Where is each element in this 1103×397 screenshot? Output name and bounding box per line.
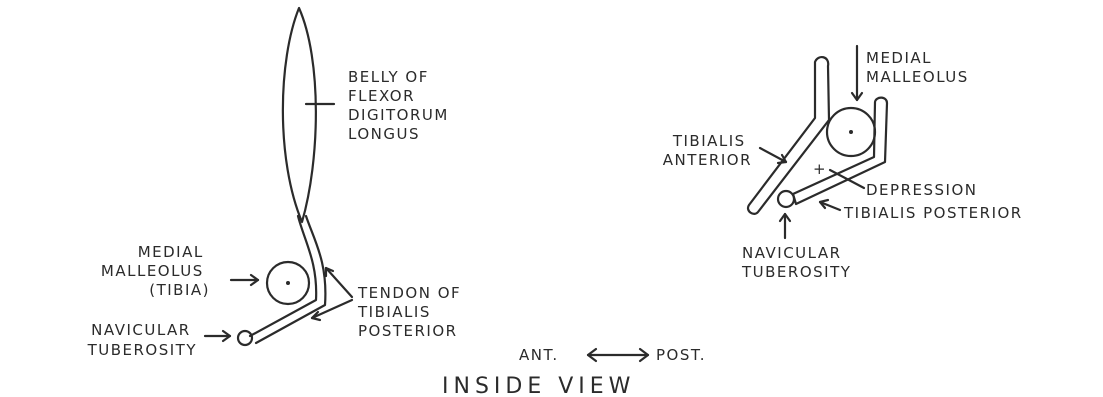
- orientation-indicator: ANT. POST.: [519, 346, 706, 364]
- right-malleolus-center-dot: [849, 130, 853, 134]
- tibialis-anterior-label-line: TIBIALIS: [672, 132, 746, 150]
- left-malleolus-label-line: MEDIAL: [138, 243, 204, 261]
- view-title: INSIDE VIEW: [442, 374, 635, 397]
- belly-label-line: DIGITORUM: [348, 106, 449, 124]
- tibialis-anterior-label: TIBIALIS ANTERIOR: [663, 132, 752, 169]
- right-figure: MEDIAL MALLEOLUS TIBIALIS ANTERIOR + DEP…: [663, 46, 1023, 281]
- right-malleolus-label: MEDIAL MALLEOLUS: [866, 49, 969, 86]
- left-figure: BELLY OF FLEXOR DIGITORUM LONGUS MEDIAL …: [87, 8, 468, 359]
- muscle-belly-shape: [283, 8, 316, 222]
- depression-label: DEPRESSION: [866, 181, 977, 199]
- posterior-label: POST.: [656, 346, 706, 364]
- tendon-label-line: POSTERIOR: [358, 322, 458, 340]
- tibialis-posterior-label: TIBIALIS POSTERIOR: [843, 204, 1023, 222]
- tendon-outer-line: [250, 216, 316, 336]
- left-navicular-label-line: TUBEROSITY: [87, 341, 197, 359]
- left-navicular-label: NAVICULAR TUBEROSITY: [87, 321, 197, 359]
- left-malleolus-label: MEDIAL MALLEOLUS (TIBIA): [101, 243, 210, 299]
- anterior-label: ANT.: [519, 346, 559, 364]
- right-malleolus-label-line: MALLEOLUS: [866, 68, 969, 86]
- right-malleolus-label-line: MEDIAL: [866, 49, 932, 67]
- tendon-label-line: TIBIALIS: [357, 303, 431, 321]
- tibialis-anterior-label-line: ANTERIOR: [663, 151, 752, 169]
- navicular-tuberosity-circle: [238, 331, 252, 345]
- left-malleolus-label-line: MALLEOLUS: [101, 262, 204, 280]
- right-navicular-label-line: TUBEROSITY: [741, 263, 851, 281]
- depression-mark: +: [813, 160, 827, 178]
- belly-label-line: FLEXOR: [348, 87, 415, 105]
- belly-label-line: LONGUS: [348, 125, 420, 143]
- left-navicular-label-line: NAVICULAR: [91, 321, 191, 339]
- left-malleolus-label-line: (TIBIA): [149, 281, 210, 299]
- tendon-arrow-upper: [326, 268, 352, 297]
- belly-label: BELLY OF FLEXOR DIGITORUM LONGUS: [348, 68, 455, 143]
- tendon-label: TENDON OF TIBIALIS POSTERIOR: [357, 284, 467, 340]
- right-navicular-label: NAVICULAR TUBEROSITY: [741, 244, 851, 281]
- tendon-label-line: TENDON OF: [357, 284, 461, 302]
- malleolus-center-dot: [286, 281, 290, 285]
- belly-label-line: BELLY OF: [348, 68, 429, 86]
- right-navicular-circle: [778, 191, 794, 207]
- right-navicular-label-line: NAVICULAR: [742, 244, 842, 262]
